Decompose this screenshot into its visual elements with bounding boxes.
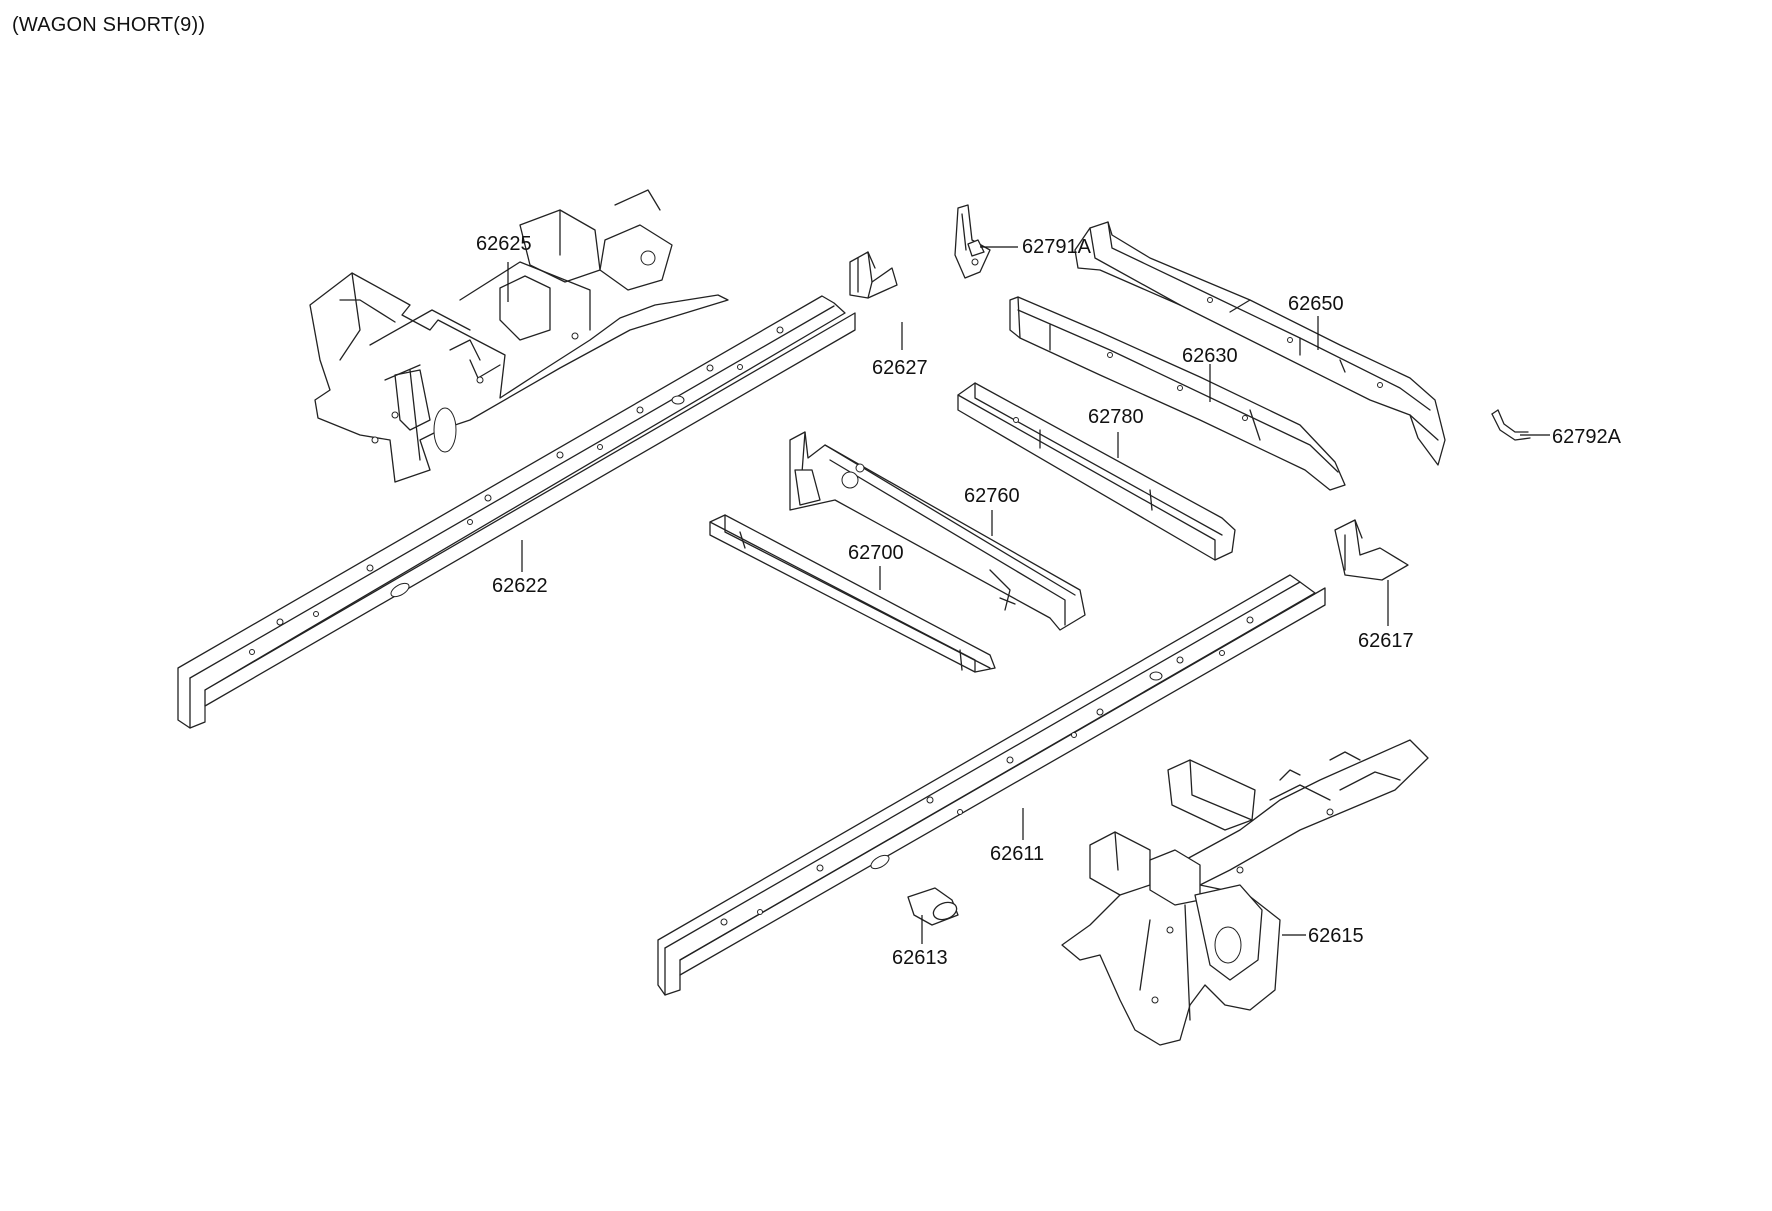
part-62792A-clip[interactable] bbox=[1491, 409, 1531, 441]
callout-62615[interactable]: 62615 bbox=[1308, 925, 1364, 947]
leader-lines bbox=[507, 246, 1550, 944]
callout-62791A[interactable]: 62791A bbox=[1022, 236, 1092, 258]
callout-62650[interactable]: 62650 bbox=[1288, 293, 1344, 315]
callout-62613[interactable]: 62613 bbox=[892, 947, 948, 969]
callout-62627[interactable]: 62627 bbox=[872, 357, 928, 379]
part-62791A-bracket[interactable] bbox=[954, 204, 991, 279]
callout-62611[interactable]: 62611 bbox=[990, 843, 1044, 865]
callout-62792A[interactable]: 62792A bbox=[1552, 426, 1622, 448]
part-62622-side-member[interactable] bbox=[177, 295, 856, 729]
callout-62630[interactable]: 62630 bbox=[1182, 345, 1238, 367]
part-62617-bracket[interactable] bbox=[1334, 519, 1409, 581]
callout-62617[interactable]: 62617 bbox=[1358, 630, 1414, 652]
part-62615-rear-crossmember[interactable] bbox=[1061, 739, 1429, 1046]
callout-62760[interactable]: 62760 bbox=[964, 485, 1020, 507]
callout-62625[interactable]: 62625 bbox=[476, 233, 532, 255]
part-62611-side-member[interactable] bbox=[657, 574, 1326, 996]
callout-62700[interactable]: 62700 bbox=[848, 542, 904, 564]
part-62627-bracket[interactable] bbox=[849, 251, 898, 299]
part-62780-crossmember[interactable] bbox=[957, 382, 1236, 561]
part-62613-sleeve[interactable] bbox=[907, 887, 959, 926]
diagram-title: (WAGON SHORT(9)) bbox=[12, 14, 206, 36]
part-62760-crossmember[interactable] bbox=[789, 431, 1086, 631]
callout-62780[interactable]: 62780 bbox=[1088, 406, 1144, 428]
part-62630-crossmember[interactable] bbox=[1009, 296, 1346, 491]
part-62625-front-crossmember[interactable] bbox=[309, 189, 729, 483]
part-62650-rear-crossmember[interactable] bbox=[1074, 221, 1446, 466]
part-62700-crossmember[interactable] bbox=[709, 514, 996, 673]
callout-labels: 62625 62627 62791A 62650 62630 62780 627… bbox=[476, 233, 1622, 969]
callout-62622[interactable]: 62622 bbox=[492, 575, 548, 597]
